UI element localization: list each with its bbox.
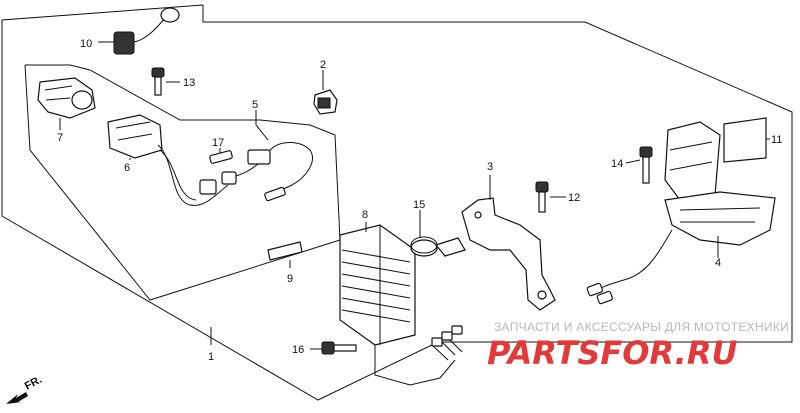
assembly-frame xyxy=(1,4,793,401)
part-11-label-sticker xyxy=(723,117,770,163)
part-16-bolt xyxy=(310,341,357,355)
part-5-wire-harness xyxy=(157,110,313,206)
callout-16: 16 xyxy=(292,344,304,356)
part-17-fuse xyxy=(209,148,233,164)
part-13-bolt xyxy=(151,67,180,96)
part-10-rubber-cap xyxy=(98,7,180,55)
part-2-clip xyxy=(313,70,338,115)
callout-4: 4 xyxy=(715,257,721,269)
part-14-bolt xyxy=(625,146,653,184)
part-8-regulator-rectifier xyxy=(339,222,463,386)
direction-label: FR. xyxy=(23,374,44,393)
callout-5: 5 xyxy=(252,99,258,111)
watermark-caption: ЗАПЧАСТИ И АКСЕССУАРЫ ДЛЯ МОТОТЕХНИКИ xyxy=(494,320,789,334)
callout-3: 3 xyxy=(487,161,493,173)
front-direction-indicator: FR. xyxy=(6,374,44,404)
subassembly-frame xyxy=(24,64,341,301)
part-6-socket xyxy=(107,114,163,160)
callout-15: 15 xyxy=(413,199,425,211)
callout-6: 6 xyxy=(124,162,130,174)
callout-11: 11 xyxy=(771,134,782,146)
part-3-bracket xyxy=(461,175,556,311)
part-15-band xyxy=(410,210,466,257)
callout-7: 7 xyxy=(57,132,63,144)
callout-12: 12 xyxy=(568,192,580,204)
arrow-icon xyxy=(6,392,28,404)
part-7-coupler-cover xyxy=(37,77,96,130)
callout-1: 1 xyxy=(208,351,214,363)
watermark-logo: PARTSFOR.RU xyxy=(487,334,737,372)
callout-2: 2 xyxy=(320,59,326,71)
callout-10: 10 xyxy=(80,38,92,50)
callout-8: 8 xyxy=(362,209,368,221)
part-9-plate xyxy=(267,241,303,268)
callout-14: 14 xyxy=(611,158,623,170)
callout-17: 17 xyxy=(212,137,224,149)
part-4-stator-assembly xyxy=(586,121,776,305)
callout-13: 13 xyxy=(183,77,195,89)
callout-9: 9 xyxy=(287,273,293,285)
part-12-bolt xyxy=(535,181,566,213)
